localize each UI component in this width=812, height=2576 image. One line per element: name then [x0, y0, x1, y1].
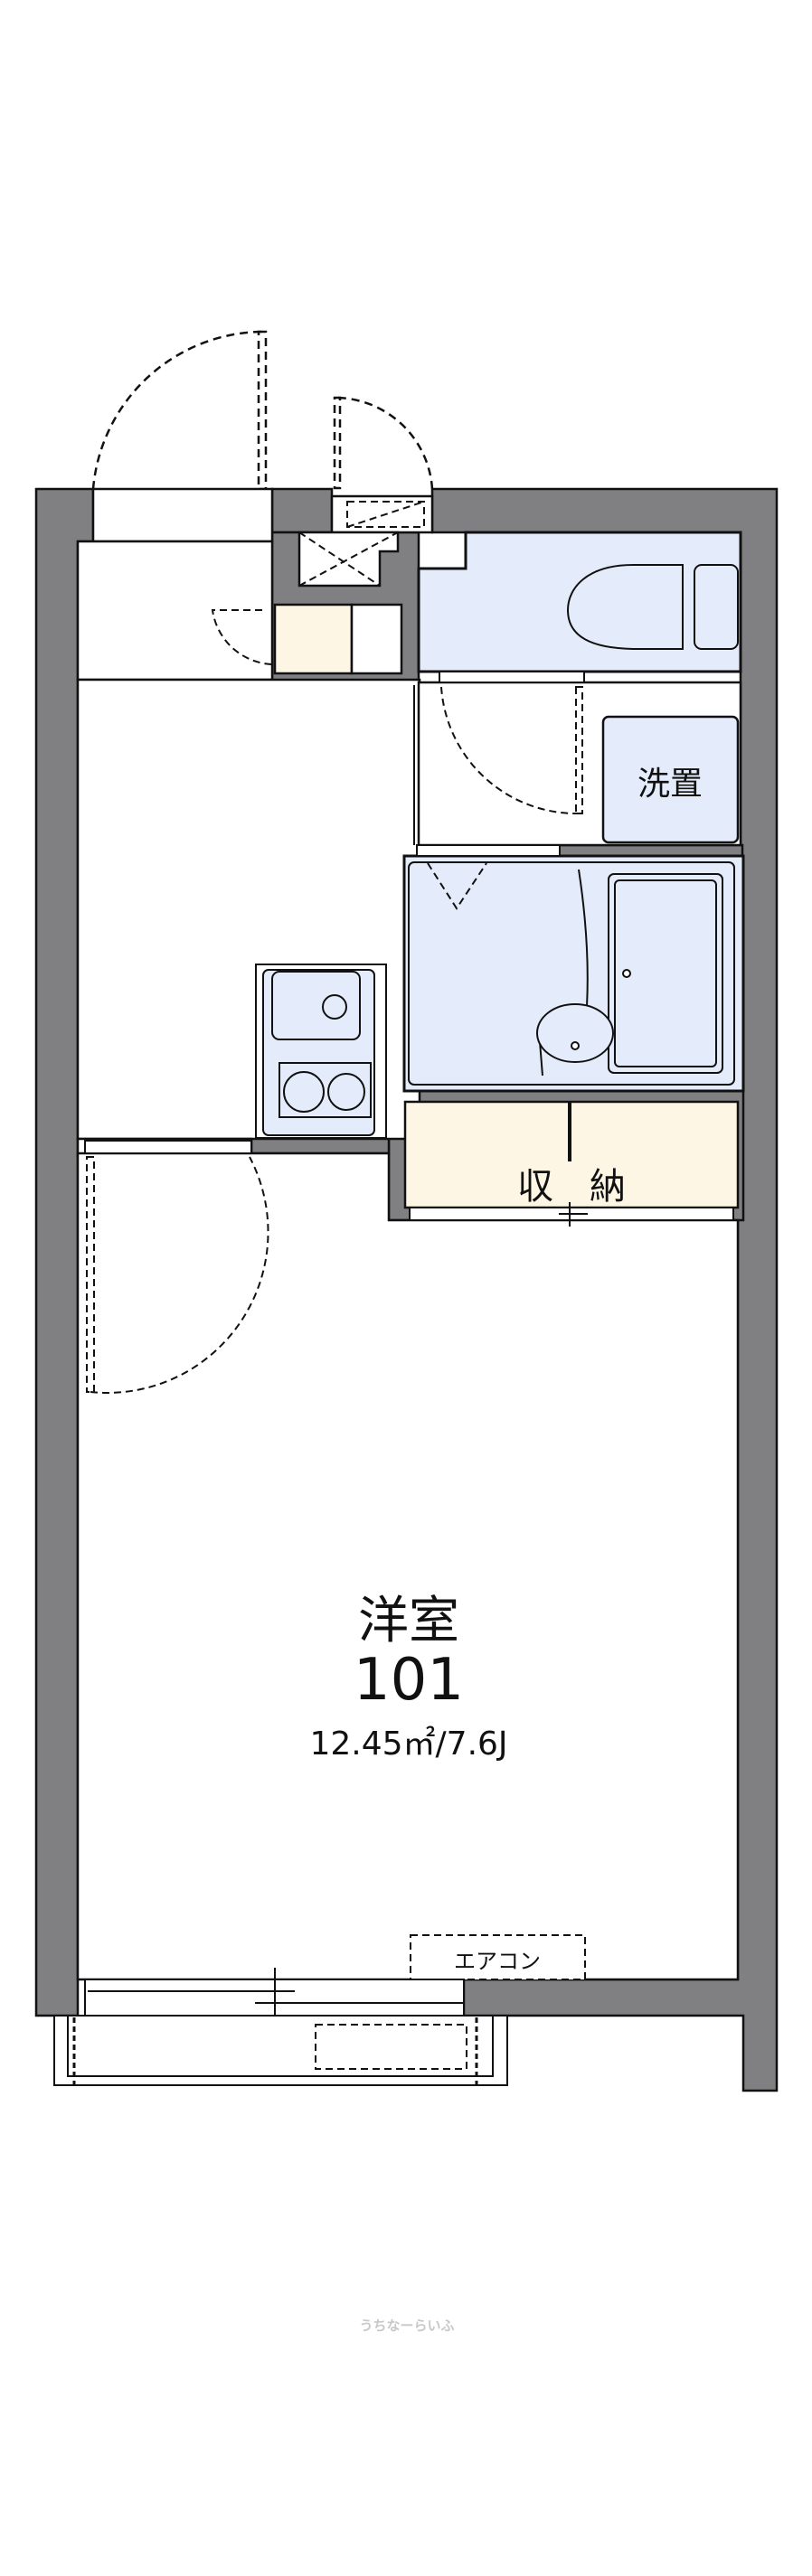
- washer-space: [601, 715, 740, 844]
- room-area: 12.45㎡/7.6J: [309, 1725, 508, 1763]
- toilet-door-swing: [440, 686, 580, 815]
- outdoor-unit: [315, 2024, 467, 2070]
- entrance-door-swing: [91, 330, 263, 490]
- toilet-icon: [566, 564, 684, 650]
- storage-label: 収 納: [517, 1166, 626, 1208]
- aircon-box: [410, 1934, 586, 1980]
- main-room-floor: [76, 1152, 740, 1981]
- entrance-floor: [76, 540, 274, 682]
- room-number: 101: [353, 1647, 465, 1714]
- shoe-box: [273, 603, 354, 675]
- top-wall: [270, 487, 334, 534]
- balcony: [53, 2015, 508, 2086]
- washbasin-icon: [536, 1003, 614, 1063]
- watermark: うちなーらいふ: [359, 2317, 455, 2334]
- meter-door-swing: [335, 396, 434, 490]
- washer-label: 洗置: [637, 766, 703, 803]
- entrance-door-leaf: [257, 330, 268, 491]
- room-name: 洋室: [358, 1592, 459, 1650]
- aircon-label: エアコン: [454, 1949, 541, 1974]
- sink-icon: [271, 971, 361, 1040]
- room-door-swing: [90, 1156, 269, 1394]
- bathtub: [608, 873, 723, 1074]
- toilet-tank-icon: [694, 564, 739, 650]
- entrance-porch: [91, 487, 274, 543]
- meter-door-leaf: [333, 396, 342, 490]
